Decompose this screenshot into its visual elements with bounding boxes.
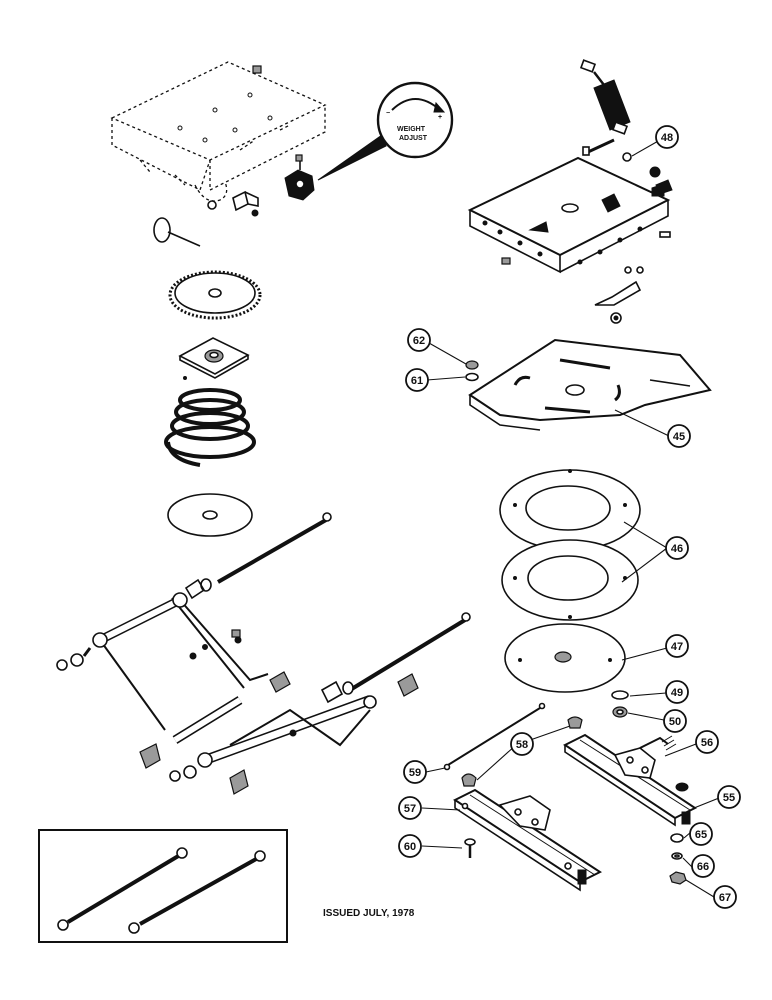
callout-label: 67 — [719, 892, 731, 904]
scissor-arm-right — [139, 671, 419, 795]
upper-tie-rod — [184, 512, 332, 600]
coil-spring — [164, 388, 256, 467]
callout-47: 47 — [665, 634, 689, 658]
callout-65: 65 — [689, 822, 713, 846]
callout-56: 56 — [695, 730, 719, 754]
callout-label: 56 — [701, 737, 713, 749]
callout-46: 46 — [665, 536, 689, 560]
callout-label: 46 — [671, 543, 683, 555]
slide-rail-right — [563, 733, 697, 827]
friction-ring-upper — [499, 469, 641, 551]
seat-bracket — [232, 190, 259, 217]
shock-absorber — [579, 59, 632, 162]
callout-62: 62 — [407, 328, 431, 352]
gauge-plus: + — [438, 114, 442, 121]
swivel-base-plate — [504, 623, 626, 693]
seat-base-phantom — [110, 61, 327, 210]
callout-59: 59 — [403, 760, 427, 784]
spring-cap-plate — [178, 337, 250, 380]
weight-adjust-knob — [284, 154, 315, 201]
rail-bumpers — [461, 716, 583, 787]
weight-adjust-gauge: − + WEIGHT ADJUST — [376, 81, 454, 159]
callout-label: 59 — [409, 767, 421, 779]
callout-label: 49 — [671, 687, 683, 699]
callout-label: 48 — [661, 132, 673, 144]
inset-tie-rods — [38, 829, 288, 943]
callout-48: 48 — [655, 125, 679, 149]
callout-49: 49 — [665, 680, 689, 704]
callout-57: 57 — [398, 796, 422, 820]
thrust-washer — [167, 493, 253, 537]
callout-67: 67 — [713, 885, 737, 909]
gauge-label-adjust: ADJUST — [399, 135, 428, 142]
release-cable — [443, 702, 546, 771]
callout-60: 60 — [398, 834, 422, 858]
callout-66: 66 — [691, 854, 715, 878]
callout-label: 66 — [697, 861, 709, 873]
leader-lines — [421, 139, 720, 898]
callout-label: 55 — [723, 792, 735, 804]
swivel-plate — [468, 338, 712, 431]
plate-nut-washer — [465, 360, 479, 382]
washer-and-nut — [611, 690, 629, 718]
callout-55: 55 — [717, 785, 741, 809]
callout-label: 60 — [404, 841, 416, 853]
suspension-pan — [467, 156, 673, 324]
callout-label: 58 — [516, 739, 528, 751]
callout-label: 50 — [669, 716, 681, 728]
rail-screw — [464, 838, 476, 858]
callout-label: 45 — [673, 431, 685, 443]
friction-ring-lower — [501, 539, 639, 621]
callout-50: 50 — [663, 709, 687, 733]
callout-61: 61 — [405, 368, 429, 392]
sprocket-gear — [168, 270, 262, 320]
callout-58: 58 — [510, 732, 534, 756]
gauge-minus: − — [386, 110, 390, 117]
lower-tie-rod — [320, 612, 471, 704]
callout-45: 45 — [667, 424, 691, 448]
callout-label: 65 — [695, 829, 707, 841]
gauge-label-weight: WEIGHT — [397, 126, 426, 133]
callout-label: 62 — [413, 335, 425, 347]
callout-label: 61 — [411, 375, 423, 387]
scissor-arm-left — [56, 592, 269, 731]
gauge-pointer-beam — [317, 134, 387, 181]
adjust-pin — [153, 217, 201, 247]
callout-label: 47 — [671, 641, 683, 653]
callout-label: 57 — [404, 803, 416, 815]
slide-rail-left — [452, 788, 603, 892]
issued-note: ISSUED JULY, 1978 — [323, 908, 415, 919]
